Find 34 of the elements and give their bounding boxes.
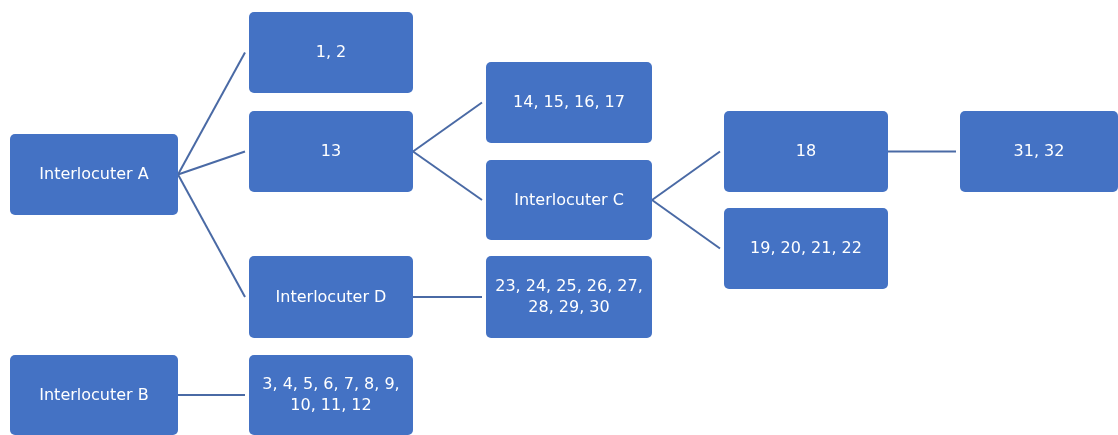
box-label: Interlocuter B xyxy=(39,384,149,406)
process-box xyxy=(249,256,413,338)
box-label: Interlocuter C xyxy=(514,189,624,211)
connector-line xyxy=(177,173,246,298)
box-label: 13 xyxy=(320,141,342,162)
connector-line xyxy=(412,150,483,201)
box-label: Interlocuter D xyxy=(275,286,387,308)
process-box xyxy=(724,111,888,192)
process-box xyxy=(486,256,652,338)
process-box xyxy=(486,62,652,143)
connector-line xyxy=(887,150,957,153)
process-box xyxy=(10,134,178,215)
box-label: 31, 32 xyxy=(1013,141,1065,162)
process-box xyxy=(724,208,888,289)
connector-line xyxy=(177,394,246,396)
box-label: 1, 2 xyxy=(315,42,347,63)
process-box xyxy=(249,111,413,192)
connector-line xyxy=(651,199,721,250)
process-box xyxy=(249,12,413,93)
connector-line xyxy=(412,101,483,153)
process-box xyxy=(486,160,652,240)
connector-line xyxy=(651,150,721,201)
process-box xyxy=(249,355,413,435)
box-label: 18 xyxy=(795,141,817,162)
box-label: 23, 24, 25, 26, 27, 28, 29, 30 xyxy=(494,276,644,318)
connector-line xyxy=(177,51,246,176)
box-label: 3, 4, 5, 6, 7, 8, 9, 10, 11, 12 xyxy=(261,374,401,416)
process-box xyxy=(960,111,1118,192)
box-label: Interlocuter A xyxy=(39,164,149,185)
box-label: 19, 20, 21, 22 xyxy=(750,238,862,259)
box-label: 14, 15, 16, 17 xyxy=(513,92,625,113)
connector-line xyxy=(177,150,246,176)
process-box xyxy=(10,355,178,435)
connector-line xyxy=(412,296,483,298)
